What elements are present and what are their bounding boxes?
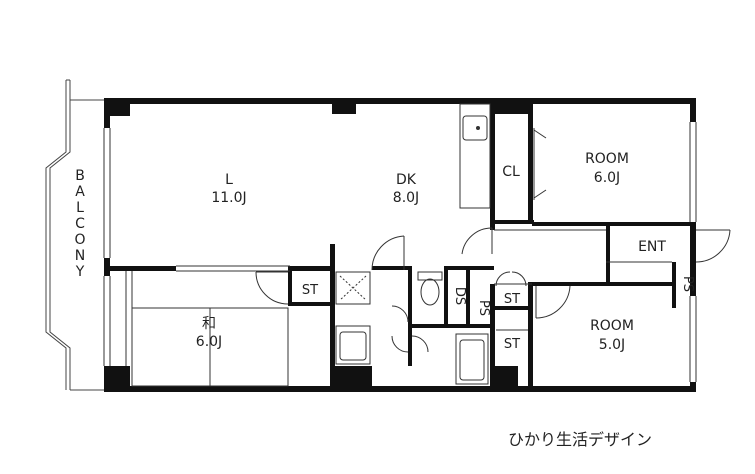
room-size-washitsu: 6.0J [196,334,222,350]
room-size-living: 11.0J [211,190,246,206]
balcony-letter: L [76,200,84,216]
room-label-ent: ENT [638,239,666,255]
ps-mid-text: PS [476,300,491,316]
windows [103,122,697,382]
room-label-st-mid-bottom: ST [504,337,520,352]
room-label-st-mid-top: ST [504,292,520,307]
ps-right-label: PS [680,276,695,292]
room-label-st-left: ST [302,283,318,298]
room-label-dk: DK [396,172,417,188]
balcony-letter: O [74,232,85,248]
room-label-washitsu: 和 [202,316,216,332]
room-size-dk: 8.0J [393,190,419,206]
room-size-room-bottom: 5.0J [599,337,625,353]
room-size-room-top: 6.0J [594,170,620,186]
interior-walls [104,100,692,390]
ps-right-text: PS [680,276,695,292]
ds-text: DS [452,287,467,305]
balcony-letter: Y [75,264,85,280]
balcony-letter: C [75,216,85,232]
accents [330,244,335,266]
ds-label: DS [452,287,467,305]
balcony-letter: B [75,168,85,184]
room-label-room-bottom: ROOM [590,318,634,334]
room-label-room-top: ROOM [585,151,629,167]
ps-mid-label: PS [476,300,491,316]
balcony-letter: A [75,184,85,200]
credit-text: ひかり生活デザイン [508,430,653,449]
room-label-living: L [225,172,233,188]
fixtures [125,103,731,387]
balcony-letter: N [75,248,85,264]
balcony-outline [45,79,104,391]
room-label-cl: CL [502,164,520,180]
